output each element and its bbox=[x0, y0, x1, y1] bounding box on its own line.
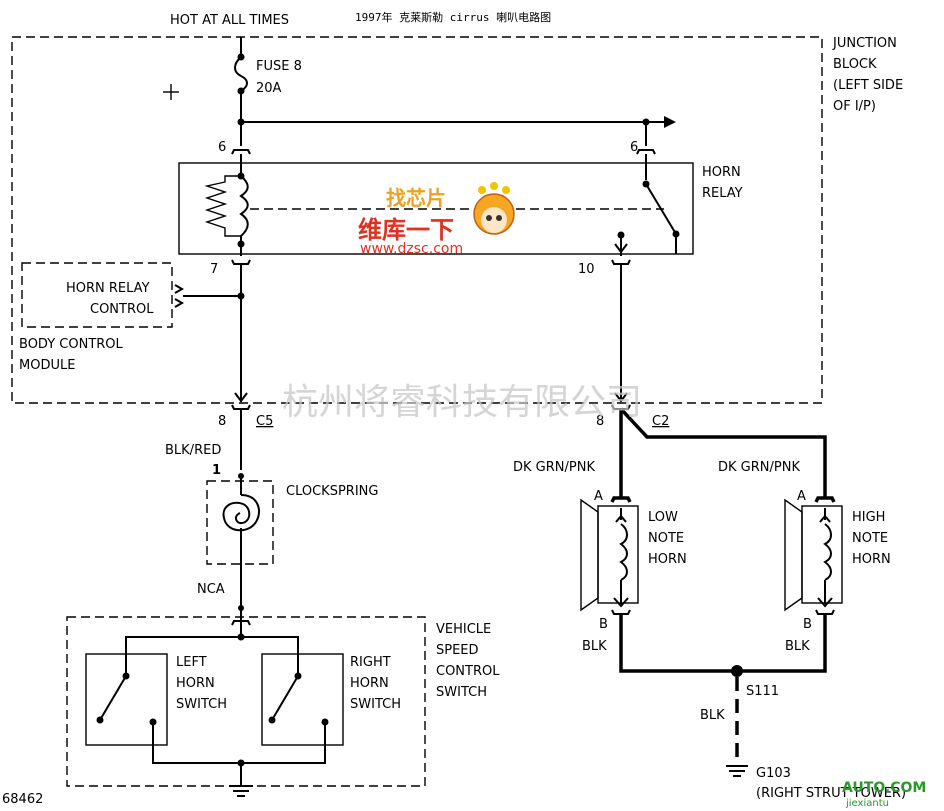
c2-name: C2 bbox=[652, 414, 669, 429]
ground-g103-name: G103 bbox=[756, 766, 791, 781]
speed-control-label-2: SPEED bbox=[436, 643, 479, 658]
horn-feed-wires bbox=[619, 407, 827, 498]
left-horn-switch-label-3: SWITCH bbox=[176, 697, 227, 712]
low-horn-pin-b: B bbox=[599, 617, 608, 632]
hot-bus bbox=[237, 116, 676, 146]
relay-pin-10: 10 bbox=[578, 262, 595, 277]
clockspring-pin: 1 bbox=[212, 463, 221, 478]
mascot-icon bbox=[473, 182, 515, 235]
clockspring-spiral-icon bbox=[222, 476, 260, 548]
diagram-number: 68462 bbox=[2, 792, 43, 807]
junction-block-label-3: (LEFT SIDE bbox=[833, 78, 903, 93]
arrow-right-icon bbox=[664, 116, 676, 128]
junction-block-label-1: JUNCTION bbox=[832, 36, 897, 51]
relay-pin-7: 7 bbox=[210, 262, 218, 277]
wire-blk-ground: BLK bbox=[700, 708, 725, 723]
right-horn-switch-label-1: RIGHT bbox=[350, 655, 391, 670]
horn-relay-label-2: RELAY bbox=[702, 186, 743, 201]
corner-url: jiexiantu bbox=[845, 798, 889, 809]
watermark-company: 杭州将睿科技有限公司 bbox=[282, 382, 642, 423]
crosshair-mark bbox=[163, 84, 179, 100]
speed-control-label-3: CONTROL bbox=[436, 664, 500, 679]
low-horn-label-3: HORN bbox=[648, 552, 687, 567]
relay-pin-6-left: 6 bbox=[218, 140, 226, 155]
low-horn-label-2: NOTE bbox=[648, 531, 684, 546]
horn-ground-wires bbox=[619, 614, 827, 766]
splice-s111: S111 bbox=[746, 684, 779, 699]
horn-relay-box bbox=[178, 162, 694, 255]
wire-blk-red: BLK/RED bbox=[165, 443, 221, 458]
relay-contact-icon bbox=[642, 154, 680, 254]
high-horn-label-1: HIGH bbox=[852, 510, 885, 525]
junction-block-label-2: BLOCK bbox=[833, 57, 877, 72]
right-horn-switch-contact-icon bbox=[241, 636, 329, 764]
right-horn-switch-label-3: SWITCH bbox=[350, 697, 401, 712]
right-horn-switch-box bbox=[261, 653, 344, 746]
watermark-site-cn: 维库一下 bbox=[358, 216, 454, 244]
low-horn-pin-a: A bbox=[594, 489, 603, 504]
ground-g103-location: (RIGHT STRUT TOWER) bbox=[756, 786, 906, 801]
fuse-8 bbox=[234, 37, 248, 146]
c5-pin: 8 bbox=[218, 414, 226, 429]
high-horn-pin-a: A bbox=[797, 489, 806, 504]
horn-relay-label-1: HORN bbox=[702, 165, 741, 180]
high-horn-connector-b-icon bbox=[815, 609, 835, 615]
corner-watermark: AUTO.COM jiexiantu bbox=[842, 780, 926, 809]
c2-pin: 8 bbox=[596, 414, 604, 429]
left-horn-switch-contact-icon bbox=[96, 636, 241, 764]
right-horn-switch-label-2: HORN bbox=[350, 676, 389, 691]
high-note-horn-icon bbox=[784, 496, 843, 612]
horn-relay-control-label-2: CONTROL bbox=[90, 302, 154, 317]
clockspring-label: CLOCKSPRING bbox=[286, 484, 378, 499]
horn-relay-control-label-1: HORN RELAY bbox=[66, 281, 150, 296]
wire-blk-low: BLK bbox=[582, 639, 607, 654]
relay-pin-6-right: 6 bbox=[630, 140, 638, 155]
watermark-site-top: 找芯片 bbox=[386, 186, 446, 210]
wire-dk-grn-pnk-right: DK GRN/PNK bbox=[718, 460, 800, 475]
body-control-module-label-2: MODULE bbox=[19, 358, 75, 373]
bcm-connector-icon bbox=[174, 284, 185, 308]
corner-brand: AUTO.COM bbox=[842, 780, 926, 796]
left-horn-switch-label-2: HORN bbox=[176, 676, 215, 691]
speed-control-label-1: VEHICLE bbox=[436, 622, 491, 637]
fuse-name: FUSE 8 bbox=[256, 59, 302, 74]
hot-at-all-times-label: HOT AT ALL TIMES bbox=[170, 13, 289, 28]
high-horn-label-2: NOTE bbox=[852, 531, 888, 546]
connector-c-icon bbox=[231, 149, 656, 155]
body-control-module-outline bbox=[21, 262, 173, 328]
speed-control-label-4: SWITCH bbox=[436, 685, 487, 700]
c5-connector-icon bbox=[231, 404, 251, 410]
connector-rcpt-icon bbox=[231, 259, 631, 265]
relay-coil-icon bbox=[204, 154, 249, 256]
diagram-title: 1997年 克莱斯勒 cirrus 喇叭电路图 bbox=[355, 10, 551, 24]
body-control-module-label-1: BODY CONTROL bbox=[19, 337, 124, 352]
low-note-horn-icon bbox=[580, 496, 639, 612]
watermark-logo: 找芯片 维库一下 www.dzsc.com bbox=[358, 182, 515, 257]
relay-output-right bbox=[614, 231, 628, 256]
wire-dk-grn-pnk-left: DK GRN/PNK bbox=[513, 460, 595, 475]
low-horn-connector-b-icon bbox=[611, 609, 631, 615]
fuse-rating: 20A bbox=[256, 81, 282, 96]
high-horn-label-3: HORN bbox=[852, 552, 891, 567]
wire-blk-high: BLK bbox=[785, 639, 810, 654]
ground-icon bbox=[229, 759, 253, 797]
c5-arrow-icon bbox=[234, 392, 248, 403]
wire-nca: NCA bbox=[197, 582, 225, 597]
low-horn-label-1: LOW bbox=[648, 510, 678, 525]
watermark-site-url: www.dzsc.com bbox=[360, 241, 463, 257]
ground-g103-icon bbox=[726, 765, 748, 777]
c2-arrow-icon bbox=[614, 392, 628, 403]
left-horn-switch-label-1: LEFT bbox=[176, 655, 207, 670]
high-horn-pin-b: B bbox=[803, 617, 812, 632]
c5-name: C5 bbox=[256, 414, 273, 429]
junction-block-label-4: OF I/P) bbox=[833, 99, 876, 114]
